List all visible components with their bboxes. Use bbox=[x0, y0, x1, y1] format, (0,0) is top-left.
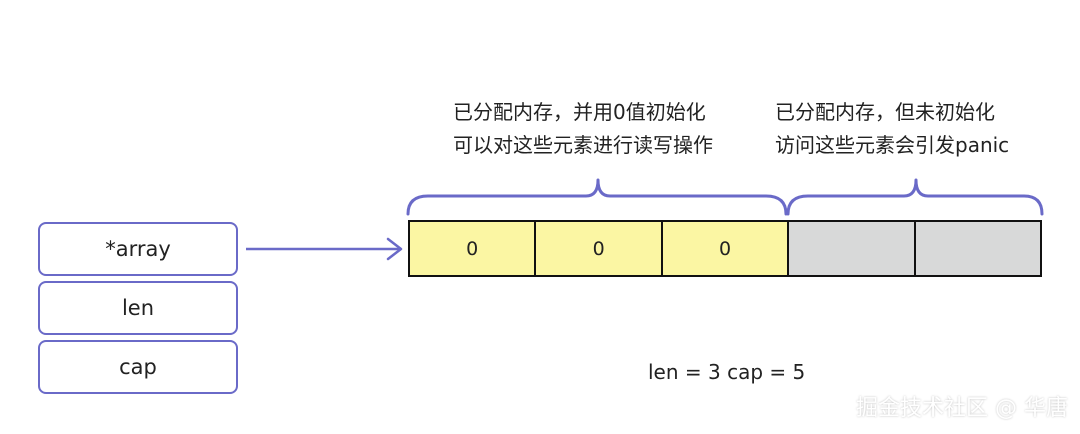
brace-initialized bbox=[406, 178, 788, 216]
field-cap: cap bbox=[38, 340, 238, 394]
brace-uninitialized bbox=[786, 178, 1044, 216]
array-cell-1: 0 bbox=[534, 222, 661, 275]
array-cell-0: 0 bbox=[410, 222, 535, 275]
annotation-uninitialized-line1: 已分配内存，但未初始化 bbox=[775, 100, 995, 124]
array-cell-2: 0 bbox=[660, 222, 788, 275]
array-cell-4 bbox=[913, 222, 1041, 275]
field-len: len bbox=[38, 281, 238, 335]
array-cell-3 bbox=[787, 222, 914, 275]
annotation-uninitialized-line2: 访问这些元素会引发panic bbox=[775, 133, 1010, 157]
underlying-array: 0 0 0 bbox=[408, 220, 1042, 277]
annotation-initialized-line1: 已分配内存，并用0值初始化 bbox=[453, 100, 706, 124]
annotation-initialized-line2: 可以对这些元素进行读写操作 bbox=[453, 133, 713, 157]
watermark: 掘金技术社区 @ 华唐 bbox=[856, 396, 1068, 421]
field-array-pointer: *array bbox=[38, 222, 238, 276]
pointer-arrowhead bbox=[386, 237, 403, 261]
annotation-uninitialized: 已分配内存，但未初始化 访问这些元素会引发panic bbox=[775, 96, 1009, 162]
len-cap-summary: len = 3 cap = 5 bbox=[648, 360, 806, 384]
annotation-initialized: 已分配内存，并用0值初始化 可以对这些元素进行读写操作 bbox=[453, 96, 713, 162]
